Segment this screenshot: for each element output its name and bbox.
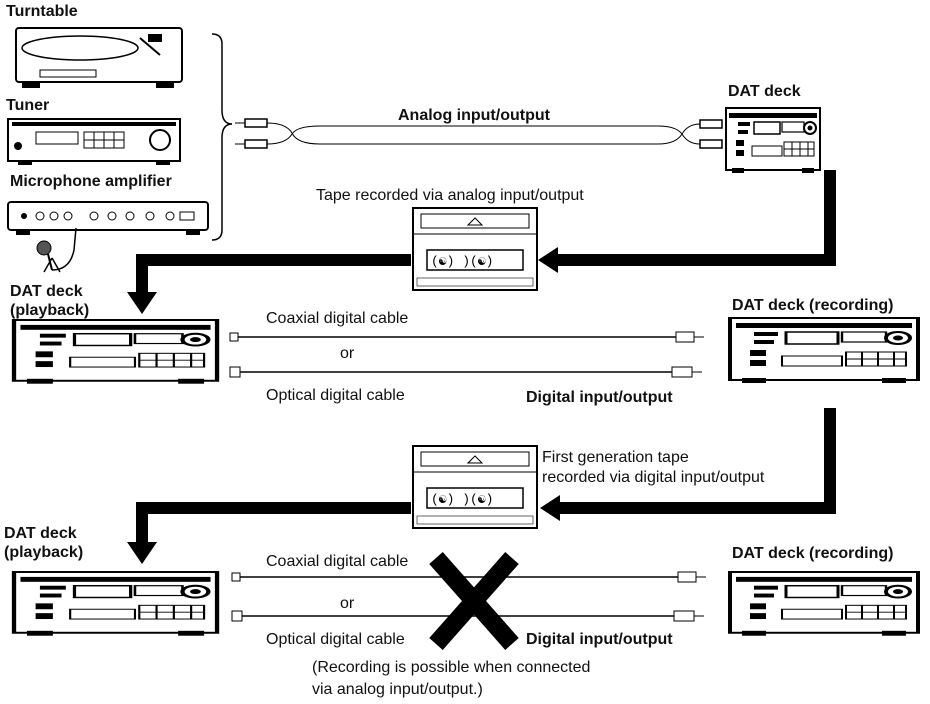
- coaxial-cable-1: [229, 331, 704, 343]
- coaxial-cable-2: [231, 571, 706, 583]
- analog-cable: [235, 118, 723, 149]
- dat-deck-playback-2-illustration: [14, 572, 217, 636]
- flow-arrow-1: [538, 170, 836, 273]
- note-line1: (Recording is possible when connected: [312, 659, 591, 676]
- tuner-illustration: [7, 118, 181, 165]
- dat-deck-top-label: DAT deck: [728, 83, 801, 100]
- optical-cable-1: [229, 366, 702, 378]
- dat-recording-2-label: DAT deck (recording): [732, 545, 894, 562]
- not-possible-x-icon: [429, 552, 519, 650]
- source-group-bracket: [211, 33, 233, 241]
- dat-playback-1-label-line1: DAT deck: [10, 283, 83, 300]
- optical-2-label: Optical digital cable: [266, 631, 405, 648]
- dat-playback-2-label-line2: (playback): [4, 544, 84, 561]
- or-2-label: or: [340, 595, 355, 612]
- dat-deck-top-illustration: [725, 107, 821, 174]
- tape-analog-label: Tape recorded via analog input/output: [316, 187, 584, 204]
- dat-playback-2-label-line1: DAT deck: [4, 525, 77, 542]
- flow-arrow-3: [540, 408, 836, 521]
- flow-arrow-4: [127, 502, 411, 564]
- tape-first-generation-icon: [412, 445, 538, 529]
- turntable-label: Turntable: [6, 3, 78, 20]
- optical-1-label: Optical digital cable: [266, 387, 405, 404]
- digital-io-1-label: Digital input/output: [526, 389, 673, 406]
- first-gen-label-line1: First generation tape: [542, 449, 689, 466]
- tape-analog-icon: [412, 207, 538, 291]
- microphone-icon: [36, 227, 77, 273]
- or-1-label: or: [340, 345, 355, 362]
- dat-deck-recording-2-illustration: [728, 570, 920, 638]
- dat-playback-1-label-line2: (playback): [10, 302, 90, 319]
- dat-recording-1-label: DAT deck (recording): [732, 297, 894, 314]
- microphone-amplifier-label: Microphone amplifier: [10, 173, 172, 190]
- flow-arrow-2: [127, 254, 411, 314]
- first-gen-label-line2: recorded via digital input/output: [542, 469, 765, 486]
- note-line2: via analog input/output.): [312, 681, 483, 698]
- microphone-amplifier-illustration: [7, 201, 209, 235]
- tuner-label: Tuner: [6, 97, 50, 114]
- dat-deck-playback-1-illustration: [14, 320, 217, 384]
- turntable-illustration: [15, 27, 183, 88]
- dat-deck-recording-1-illustration: [728, 316, 920, 385]
- coaxial-1-label: Coaxial digital cable: [266, 310, 409, 327]
- analog-io-label: Analog input/output: [398, 107, 550, 124]
- coaxial-2-label: Coaxial digital cable: [266, 553, 409, 570]
- digital-io-2-label: Digital input/output: [526, 631, 673, 648]
